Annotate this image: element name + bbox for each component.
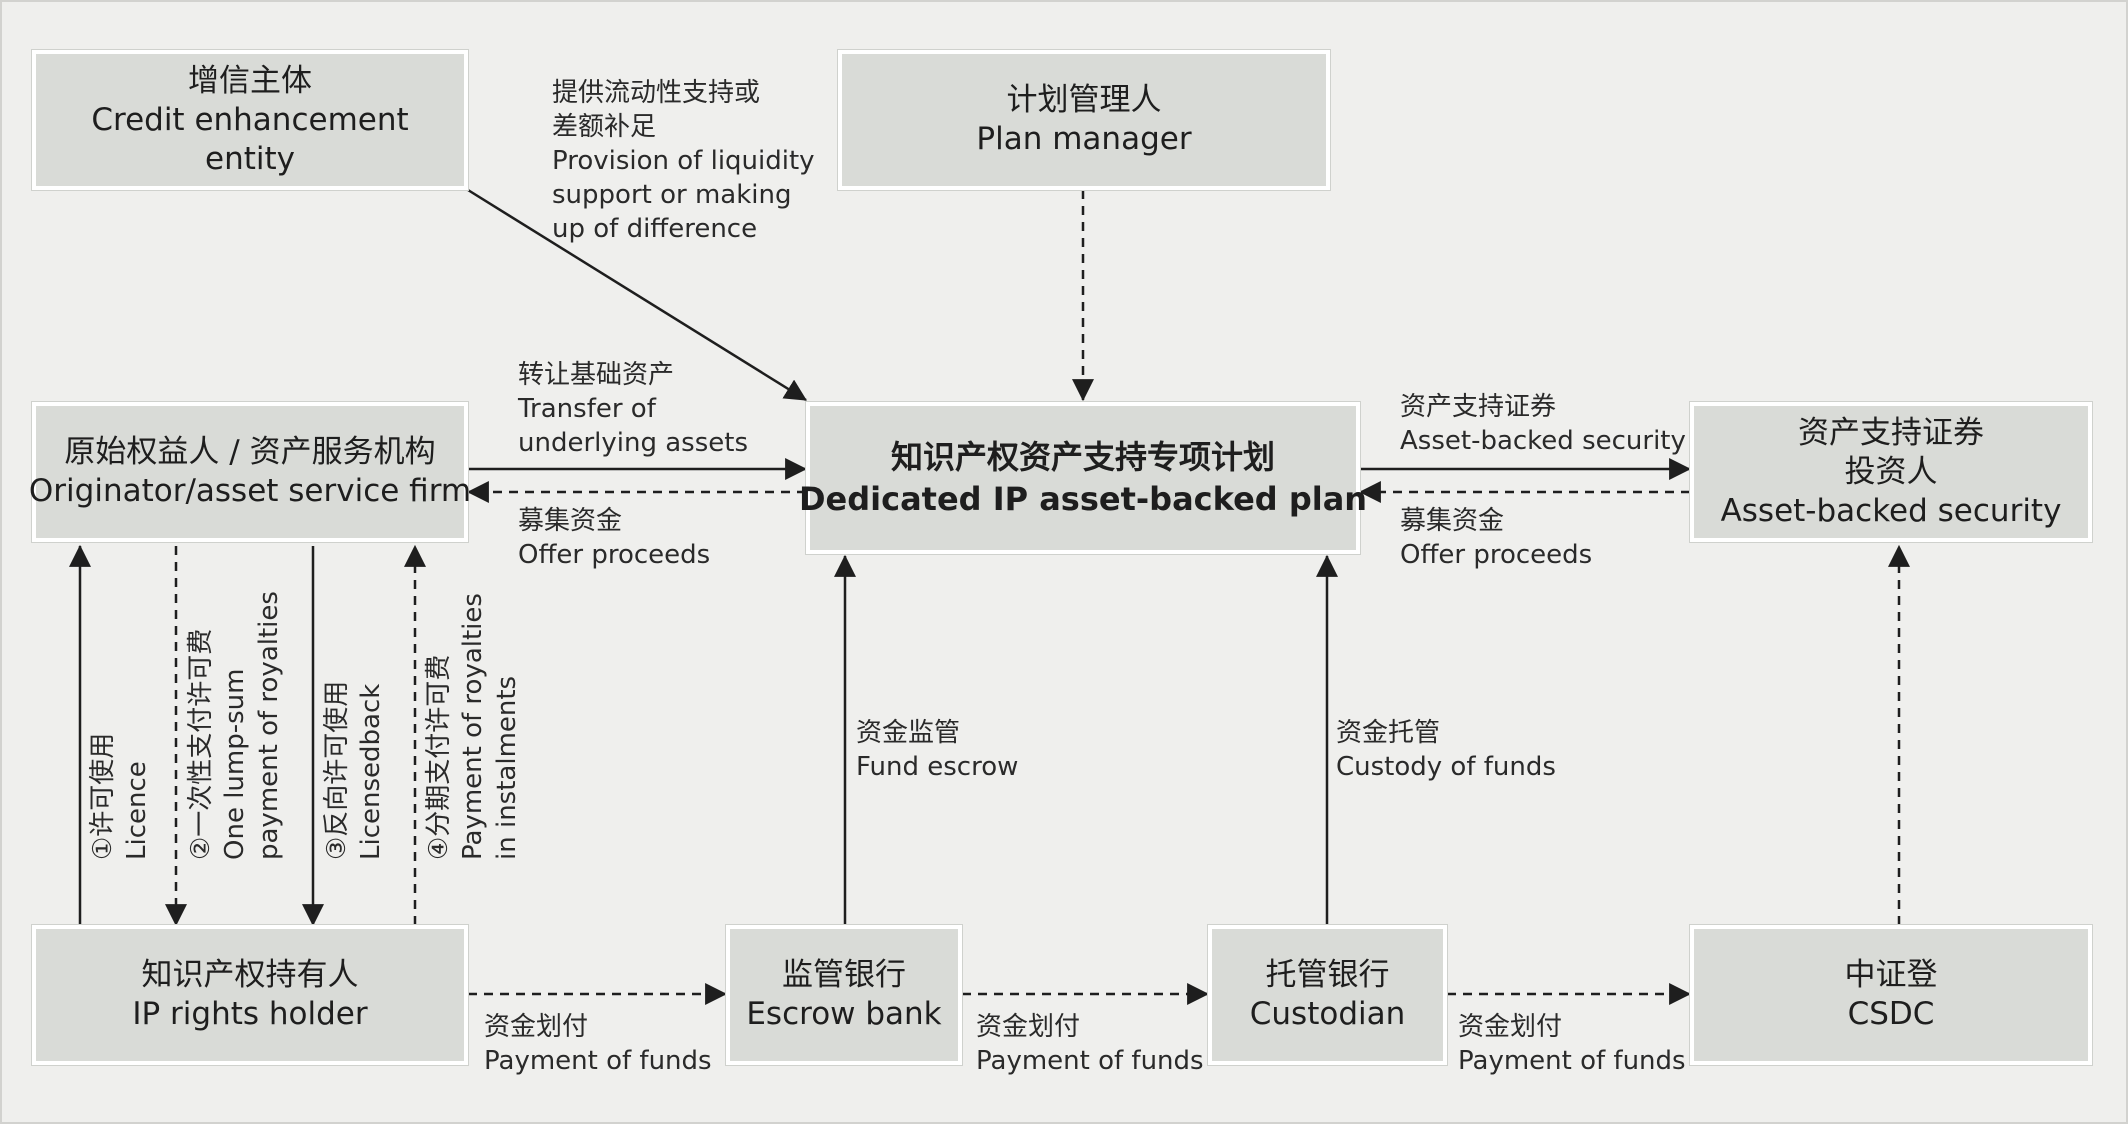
ip-holder-en: IP rights holder <box>132 996 368 1032</box>
offer-proceeds-left-label: 募集资金 Offer proceeds <box>518 504 710 572</box>
offer-left-en: Offer proceeds <box>518 540 711 570</box>
investors-zh-line1: 资产支持证券 <box>1798 414 1984 451</box>
licensedback-zh: ③反向许可使用 <box>322 680 352 860</box>
credit-entity-en-line1: Credit enhancement <box>91 101 409 138</box>
licensedback-en: Licensedback <box>356 683 386 860</box>
abs-en: Asset-backed security <box>1400 426 1686 456</box>
arrow-credit-to-plan <box>467 188 807 402</box>
pay1-en: Payment of funds <box>484 1046 712 1076</box>
abs-label: 资产支持证券 Asset-backed security <box>1400 390 1686 458</box>
plan-manager-en: Plan manager <box>976 121 1192 157</box>
lump-sum-en-line1: One lump-sum <box>220 668 250 860</box>
lump-sum-label: ②一次性支付许可费 One lump-sum payment of royalt… <box>184 591 286 860</box>
lump-sum-zh: ②一次性支付许可费 <box>186 628 216 860</box>
pay2-en: Payment of funds <box>976 1046 1204 1076</box>
lump-sum-en-line2: payment of royalties <box>254 591 284 860</box>
instalments-zh: ④分期支付许可费 <box>424 654 454 860</box>
ip-holder-zh: 知识产权持有人 <box>141 957 359 993</box>
transfer-zh: 转让基础资产 <box>518 360 675 390</box>
instalments-en-line2: in instalments <box>492 675 522 860</box>
csdc-en: CSDC <box>1847 996 1935 1032</box>
investors-en: Asset-backed security <box>1720 492 2062 529</box>
transfer-en-line2: underlying assets <box>518 428 748 458</box>
payment-of-funds-label-1: 资金划付 Payment of funds <box>484 1010 712 1078</box>
escrow-bank-box: 监管银行 Escrow bank <box>726 925 962 1065</box>
abs-zh: 资产支持证券 <box>1400 392 1557 422</box>
licence-en: Licence <box>122 761 152 860</box>
plan-manager-zh: 计划管理人 <box>1006 82 1162 118</box>
originator-zh: 原始权益人 / 资产服务机构 <box>64 434 436 470</box>
licence-zh: ①许可使用 <box>88 732 118 860</box>
custody-en: Custody of funds <box>1336 752 1556 782</box>
plan-en: Dedicated IP asset-backed plan <box>798 480 1368 518</box>
pay2-zh: 资金划付 <box>976 1012 1081 1042</box>
custody-of-funds-label: 资金托管 Custody of funds <box>1336 716 1556 784</box>
fund-escrow-zh: 资金监管 <box>856 718 961 748</box>
liquidity-en-line2: support or making <box>552 180 792 210</box>
investors-zh-line2: 投资人 <box>1844 453 1938 490</box>
fund-escrow-label: 资金监管 Fund escrow <box>856 716 1018 784</box>
custody-zh: 资金托管 <box>1336 718 1441 748</box>
pay1-zh: 资金划付 <box>484 1012 589 1042</box>
payment-of-funds-label-2: 资金划付 Payment of funds <box>976 1010 1204 1078</box>
custodian-box: 托管银行 Custodian <box>1208 925 1447 1065</box>
originator-box: 原始权益人 / 资产服务机构 Originator/asset service … <box>28 402 472 542</box>
credit-entity-en-line2: entity <box>205 140 295 177</box>
plan-zh: 知识产权资产支持专项计划 <box>890 438 1275 476</box>
licence-label: ①许可使用 Licence <box>86 733 154 860</box>
pay3-en: Payment of funds <box>1458 1046 1686 1076</box>
liquidity-zh-line1: 提供流动性支持或 <box>552 78 761 108</box>
ip-rights-holder-box: 知识产权持有人 IP rights holder <box>32 925 468 1065</box>
csdc-box: 中证登 CSDC <box>1690 925 2092 1065</box>
liquidity-support-label: 提供流动性支持或 差额补足 Provision of liquidity sup… <box>552 76 815 246</box>
transfer-assets-label: 转让基础资产 Transfer of underlying assets <box>518 358 748 460</box>
credit-enhancement-entity-box: 增信主体 Credit enhancement entity <box>32 50 468 190</box>
payment-of-funds-label-3: 资金划付 Payment of funds <box>1458 1010 1686 1078</box>
plan-manager-box: 计划管理人 Plan manager <box>838 50 1330 190</box>
custodian-en: Custodian <box>1249 996 1406 1032</box>
liquidity-en-line3: up of difference <box>552 214 758 244</box>
escrow-bank-en: Escrow bank <box>746 996 942 1032</box>
csdc-zh: 中证登 <box>1844 957 1938 993</box>
abs-investors-box: 资产支持证券 投资人 Asset-backed security <box>1690 402 2092 542</box>
instalments-label: ④分期支付许可费 Payment of royalties in instalm… <box>422 593 524 860</box>
pay3-zh: 资金划付 <box>1458 1012 1563 1042</box>
licensedback-label: ③反向许可使用 Licensedback <box>320 681 388 860</box>
offer-right-zh: 募集资金 <box>1400 506 1505 536</box>
liquidity-en-line1: Provision of liquidity <box>552 146 815 176</box>
escrow-bank-zh: 监管银行 <box>782 957 906 993</box>
dedicated-ip-plan-box: 知识产权资产支持专项计划 Dedicated IP asset-backed p… <box>799 402 1367 554</box>
offer-proceeds-right-label: 募集资金 Offer proceeds <box>1400 504 1592 572</box>
custodian-zh: 托管银行 <box>1265 957 1390 993</box>
instalments-en-line1: Payment of royalties <box>458 593 488 860</box>
originator-en: Originator/asset service firm <box>28 473 472 509</box>
offer-right-en: Offer proceeds <box>1400 540 1593 570</box>
transfer-en-line1: Transfer of <box>518 394 656 424</box>
fund-escrow-en: Fund escrow <box>856 752 1019 782</box>
credit-entity-zh: 增信主体 <box>188 62 312 99</box>
offer-left-zh: 募集资金 <box>518 506 623 536</box>
liquidity-zh-line2: 差额补足 <box>552 112 657 142</box>
